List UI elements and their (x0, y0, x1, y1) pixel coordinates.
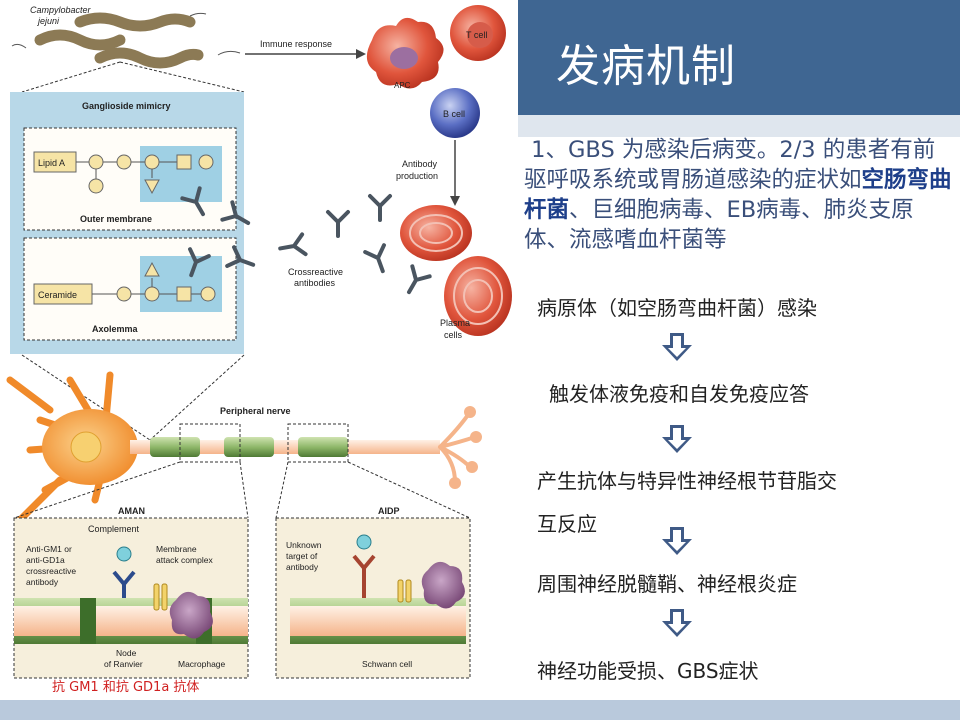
peripheral-nerve-label: Peripheral nerve (220, 406, 291, 416)
flow-step-3: 产生抗体与特异性神经根节苷脂交 (537, 469, 837, 493)
title-strip (518, 115, 960, 137)
immune-response-label: Immune response (260, 39, 332, 49)
bottom-bar (0, 700, 960, 720)
down-arrow-icon (662, 425, 692, 453)
bacteria-label-2: jejuni (37, 16, 60, 26)
flow-step-5: 神经功能受损、GBS症状 (537, 659, 759, 683)
apc-label: APC (394, 81, 411, 90)
ceramide-label: Ceramide (38, 290, 77, 300)
down-arrow-icon (662, 609, 692, 637)
t-cell-label: T cell (466, 30, 487, 40)
down-arrow-icon (662, 333, 692, 361)
mac-label-1: Membrane (156, 544, 197, 554)
antibody-production-label-1: Antibody (402, 159, 438, 169)
plasma-cells (400, 205, 512, 336)
node-label-2: of Ranvier (104, 659, 143, 669)
macrophage-label: Macrophage (178, 659, 226, 669)
anti-gm1-label-3: crossreactive (26, 566, 76, 576)
intro-text-before: 1、GBS 为感染后病变。2/3 的患者有前驱呼吸系统或胃肠道感染的症状如 (524, 137, 936, 193)
aidp-label: AIDP (378, 506, 400, 516)
aman-label: AMAN (118, 506, 145, 516)
unknown-target-label-3: antibody (286, 562, 319, 572)
neuron (6, 371, 482, 524)
antibody-production-label-2: production (396, 171, 438, 181)
crossreactive-label-2: antibodies (294, 278, 336, 288)
intro-paragraph: 1、GBS 为感染后病变。2/3 的患者有前驱呼吸系统或胃肠道感染的症状如空肠弯… (524, 135, 956, 255)
slide-title: 发病机制 (556, 41, 736, 92)
complement-label: Complement (88, 524, 140, 534)
plasma-cells-label-2: cells (444, 330, 463, 340)
flow-step-4: 周围神经脱髓鞘、神经根炎症 (537, 572, 797, 596)
intro-text-after: 、巨细胞病毒、EB病毒、肺炎支原体、流感嗜血杆菌等 (524, 197, 914, 253)
b-cell (430, 88, 480, 138)
bacteria-group (11, 12, 241, 69)
anti-gm1-label-4: antibody (26, 577, 59, 587)
mimicry-title: Ganglioside mimicry (82, 101, 171, 111)
anti-gm1-label-2: anti-GD1a (26, 555, 65, 565)
unknown-target-label-1: Unknown (286, 540, 322, 550)
flow-step-2: 触发体液免疫和自发免疫应答 (549, 382, 809, 406)
node-label-1: Node (116, 648, 137, 658)
pathogenesis-figure: Campylobacter jejuni Immune response APC… (6, 5, 512, 679)
outer-membrane-label: Outer membrane (80, 214, 152, 224)
antibodies (180, 186, 432, 295)
anti-gm1-label-1: Anti-GM1 or (26, 544, 72, 554)
plasma-cells-label-1: Plasma (440, 318, 470, 328)
lipid-a-label: Lipid A (38, 158, 65, 168)
crossreactive-label-1: Crossreactive (288, 267, 343, 277)
flow-step-3-cont: 互反应 (537, 512, 597, 536)
figure-caption: 抗 GM1 和抗 GD1a 抗体 (52, 680, 200, 695)
b-cell-label: B cell (443, 109, 465, 119)
flow-step-1: 病原体（如空肠弯曲杆菌）感染 (537, 296, 817, 320)
title-bar: 发病机制 (518, 0, 960, 115)
axolemma-label: Axolemma (92, 324, 139, 334)
intro-highlight: 空肠弯曲杆菌 (524, 167, 952, 223)
bacteria-label-1: Campylobacter (30, 5, 92, 15)
schwann-cell-label: Schwann cell (362, 659, 412, 669)
mac-label-2: attack complex (156, 555, 213, 565)
down-arrow-icon (662, 527, 692, 555)
unknown-target-label-2: target of (286, 551, 318, 561)
